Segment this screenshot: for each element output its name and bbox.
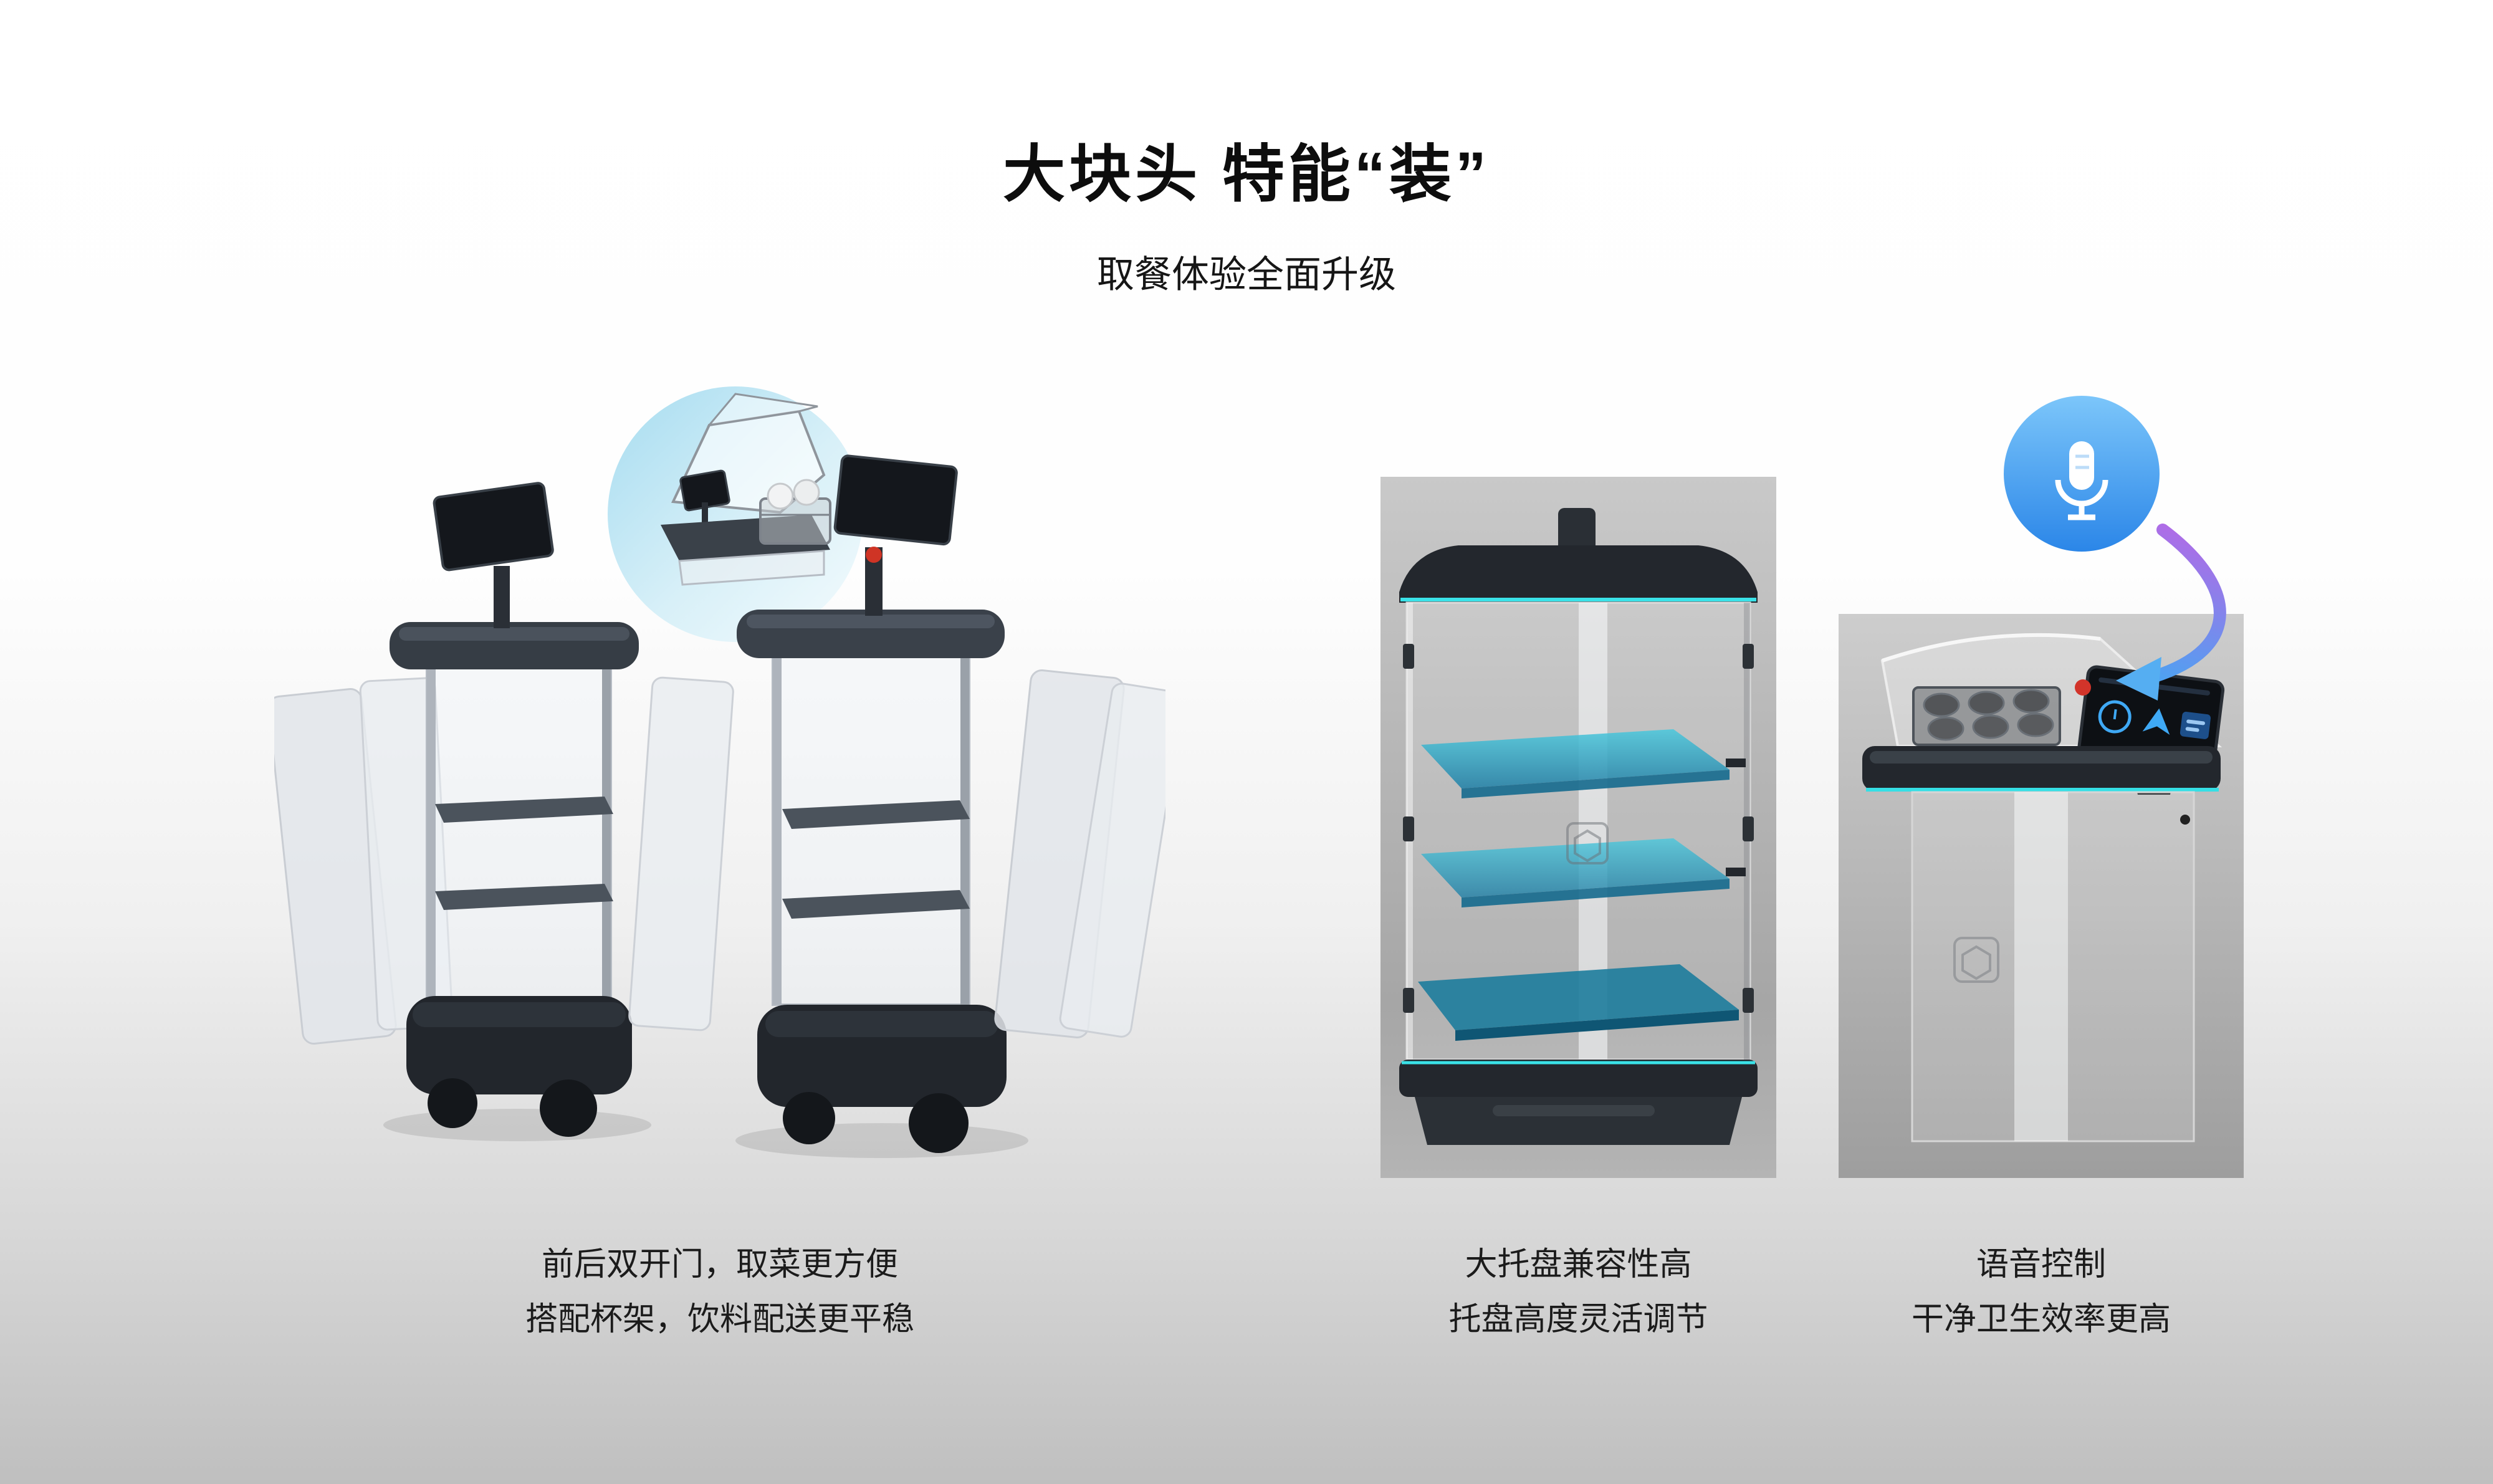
robot-back-screen xyxy=(833,454,958,546)
caption-line: 前后双开门，取菜更方便 xyxy=(541,1247,898,1283)
caption-line: 搭配杯架，饮料配送更平稳 xyxy=(525,1301,914,1338)
open-door-panels-right xyxy=(994,669,1165,1038)
lower-glass-body xyxy=(1911,791,2195,1142)
caption-line: 语音控制 xyxy=(1976,1247,2106,1283)
microphone-icon xyxy=(2004,396,2160,552)
caption-line: 干净卫生效率更高 xyxy=(1911,1301,2171,1338)
emergency-stop-button xyxy=(2075,679,2091,696)
caption-line: 托盘高度灵活调节 xyxy=(1448,1301,1708,1338)
adjustable-trays xyxy=(1418,729,1746,1041)
robot-front-view xyxy=(390,482,639,1137)
page-title: 大块头 特能“装” xyxy=(1003,140,1490,209)
voice-robot-image xyxy=(1839,614,2244,1178)
brand-logo-lower xyxy=(1953,937,1999,983)
cup-holder-inset xyxy=(608,386,863,642)
feature-caption-voice-control: 语音控制 干净卫生效率更高 xyxy=(1839,1237,2244,1347)
caption-line: 大托盘兼容性高 xyxy=(1465,1247,1692,1283)
cabinet-bottom-slab xyxy=(1399,1060,1758,1145)
camera-dot xyxy=(2180,815,2190,825)
open-door-panel-middle xyxy=(628,676,734,1032)
navigation-arrow-icon xyxy=(2142,708,2170,735)
cup-rack xyxy=(1912,686,2061,746)
robots-double-door-image xyxy=(274,386,1165,1158)
cabinet-top-slab xyxy=(1399,545,1758,603)
feature-caption-large-tray: 大托盘兼容性高 托盘高度灵活调节 xyxy=(1380,1237,1776,1347)
tray-robot-image xyxy=(1380,477,1776,1178)
counter-slab xyxy=(1862,746,2221,792)
robot-back-view xyxy=(737,454,1007,1153)
emergency-stop-button xyxy=(866,547,882,563)
cup-holder-sketch xyxy=(661,393,831,586)
robot-front-screen xyxy=(433,482,554,572)
page-subtitle: 取餐体验全面升级 xyxy=(1097,254,1396,295)
feature-caption-double-doors: 前后双开门，取菜更方便 搭配杯架，饮料配送更平稳 xyxy=(274,1237,1165,1347)
brand-logo xyxy=(1566,822,1609,864)
voice-annotation-overlay xyxy=(2004,396,2226,701)
curved-arrow-icon xyxy=(2116,524,2226,701)
cup-basket xyxy=(759,479,831,545)
